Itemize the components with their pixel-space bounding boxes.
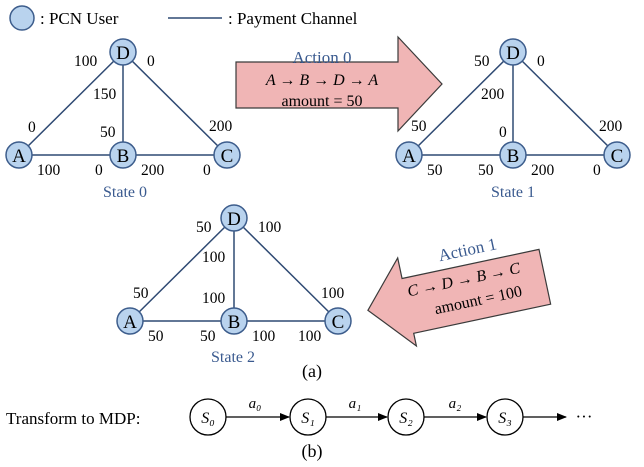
mdp-state-2-label: S₂ bbox=[399, 410, 413, 427]
node-C-label: C bbox=[221, 146, 234, 167]
balance-DA-A: 50 bbox=[411, 118, 427, 135]
node-A bbox=[395, 141, 423, 169]
balance-AB-A: 50 bbox=[427, 162, 443, 179]
node-D bbox=[220, 204, 248, 232]
state-2-label: State 2 bbox=[211, 349, 255, 366]
state-0-graph: D A B C 100 0 150 50 0 200 100 0 200 0 S… bbox=[5, 38, 241, 201]
node-A bbox=[5, 141, 33, 169]
balance-DC-C: 200 bbox=[209, 118, 233, 135]
legend-user-icon bbox=[9, 5, 35, 31]
action-0-title: Action 0 bbox=[292, 48, 351, 67]
balance-BC-B: 100 bbox=[252, 328, 276, 345]
balance-DC-D: 0 bbox=[147, 53, 155, 70]
balance-DA-A: 0 bbox=[28, 119, 36, 136]
balance-DC-C: 100 bbox=[321, 285, 345, 302]
state-0-label: State 0 bbox=[103, 184, 147, 201]
balance-AB-B: 50 bbox=[478, 162, 494, 179]
state-1-label: State 1 bbox=[491, 184, 535, 201]
balance-AB-B: 0 bbox=[95, 162, 103, 179]
mdp-ellipsis: ··· bbox=[576, 407, 593, 426]
mdp-state-3-label: S₃ bbox=[498, 410, 512, 427]
caption-a: (a) bbox=[302, 361, 322, 382]
node-B-label: B bbox=[117, 146, 130, 167]
node-C bbox=[324, 307, 352, 335]
action-0-path: A → B → D → A bbox=[265, 72, 379, 89]
balance-DB-D: 150 bbox=[93, 86, 117, 103]
node-D bbox=[109, 38, 137, 66]
balance-DA-D: 50 bbox=[196, 219, 212, 236]
node-A-label: A bbox=[123, 312, 137, 333]
node-C-label: C bbox=[611, 146, 624, 167]
balance-DA-A: 50 bbox=[133, 285, 149, 302]
balance-BC-C: 0 bbox=[593, 162, 601, 179]
node-B-label: B bbox=[507, 146, 520, 167]
balance-DB-B: 0 bbox=[499, 124, 507, 141]
balance-DB-D: 100 bbox=[202, 249, 226, 266]
balance-AB-A: 100 bbox=[37, 162, 61, 179]
mdp-action-2: a₂ bbox=[449, 396, 462, 412]
balance-DB-B: 50 bbox=[100, 124, 116, 141]
balance-BC-B: 200 bbox=[531, 162, 555, 179]
balance-DB-D: 200 bbox=[481, 86, 505, 103]
balance-DA-D: 100 bbox=[74, 53, 98, 70]
channel-D-A bbox=[408, 51, 514, 156]
balance-DC-D: 0 bbox=[537, 53, 545, 70]
balance-BC-C: 100 bbox=[298, 328, 322, 345]
caption-b: (b) bbox=[302, 441, 323, 462]
balance-BC-C: 0 bbox=[203, 162, 211, 179]
balance-DC-C: 200 bbox=[599, 118, 623, 135]
mdp-chain: Transform to MDP: S₀ S₁ S₂ S₃ a₀ a₁ a₂ ·… bbox=[6, 396, 593, 436]
mdp-action-1: a₁ bbox=[349, 396, 362, 412]
action-0-arrow-shape bbox=[235, 35, 443, 133]
node-D-label: D bbox=[116, 43, 130, 64]
balance-DC-D: 100 bbox=[258, 219, 282, 236]
action-0-amount: amount = 50 bbox=[281, 93, 362, 110]
legend-user-label: : PCN User bbox=[40, 9, 119, 28]
mdp-action-0: a₀ bbox=[249, 396, 262, 412]
node-A-label: A bbox=[402, 146, 416, 167]
action-1-arrow-shape bbox=[367, 248, 552, 348]
node-B bbox=[109, 141, 137, 169]
channel-D-C bbox=[512, 51, 618, 156]
balance-BC-B: 200 bbox=[141, 162, 165, 179]
node-A-label: A bbox=[12, 146, 26, 167]
node-C-label: C bbox=[332, 312, 345, 333]
node-B bbox=[499, 141, 527, 169]
node-C bbox=[213, 141, 241, 169]
mdp-label: Transform to MDP: bbox=[6, 409, 140, 428]
node-D-label: D bbox=[506, 43, 520, 64]
legend: : PCN User : Payment Channel bbox=[9, 5, 358, 31]
action-0-arrow: Action 0 A → B → D → A amount = 50 bbox=[235, 35, 443, 133]
state-2-graph: D A B C 50 50 100 100 100 100 50 50 100 … bbox=[116, 204, 352, 366]
balance-AB-B: 50 bbox=[200, 328, 216, 345]
state-1-graph: D A B C 50 50 200 0 0 200 50 50 200 0 St… bbox=[395, 38, 631, 201]
balance-DA-D: 50 bbox=[474, 53, 490, 70]
channel-D-A bbox=[129, 217, 235, 322]
channel-D-C bbox=[233, 217, 339, 322]
node-B-label: B bbox=[228, 312, 241, 333]
channel-D-A bbox=[18, 51, 124, 156]
balance-DB-B: 100 bbox=[202, 290, 226, 307]
balance-AB-A: 50 bbox=[148, 328, 164, 345]
mdp-state-1-label: S₁ bbox=[301, 410, 315, 427]
node-D bbox=[499, 38, 527, 66]
node-A bbox=[116, 307, 144, 335]
node-B bbox=[220, 307, 248, 335]
action-1-arrow: Action 1 C → D → B → C amount = 100 bbox=[367, 234, 552, 348]
node-D-label: D bbox=[227, 209, 241, 230]
mdp-state-0-label: S₀ bbox=[201, 410, 215, 427]
channel-D-C bbox=[122, 51, 228, 156]
node-C bbox=[603, 141, 631, 169]
legend-channel-label: : Payment Channel bbox=[228, 9, 358, 28]
